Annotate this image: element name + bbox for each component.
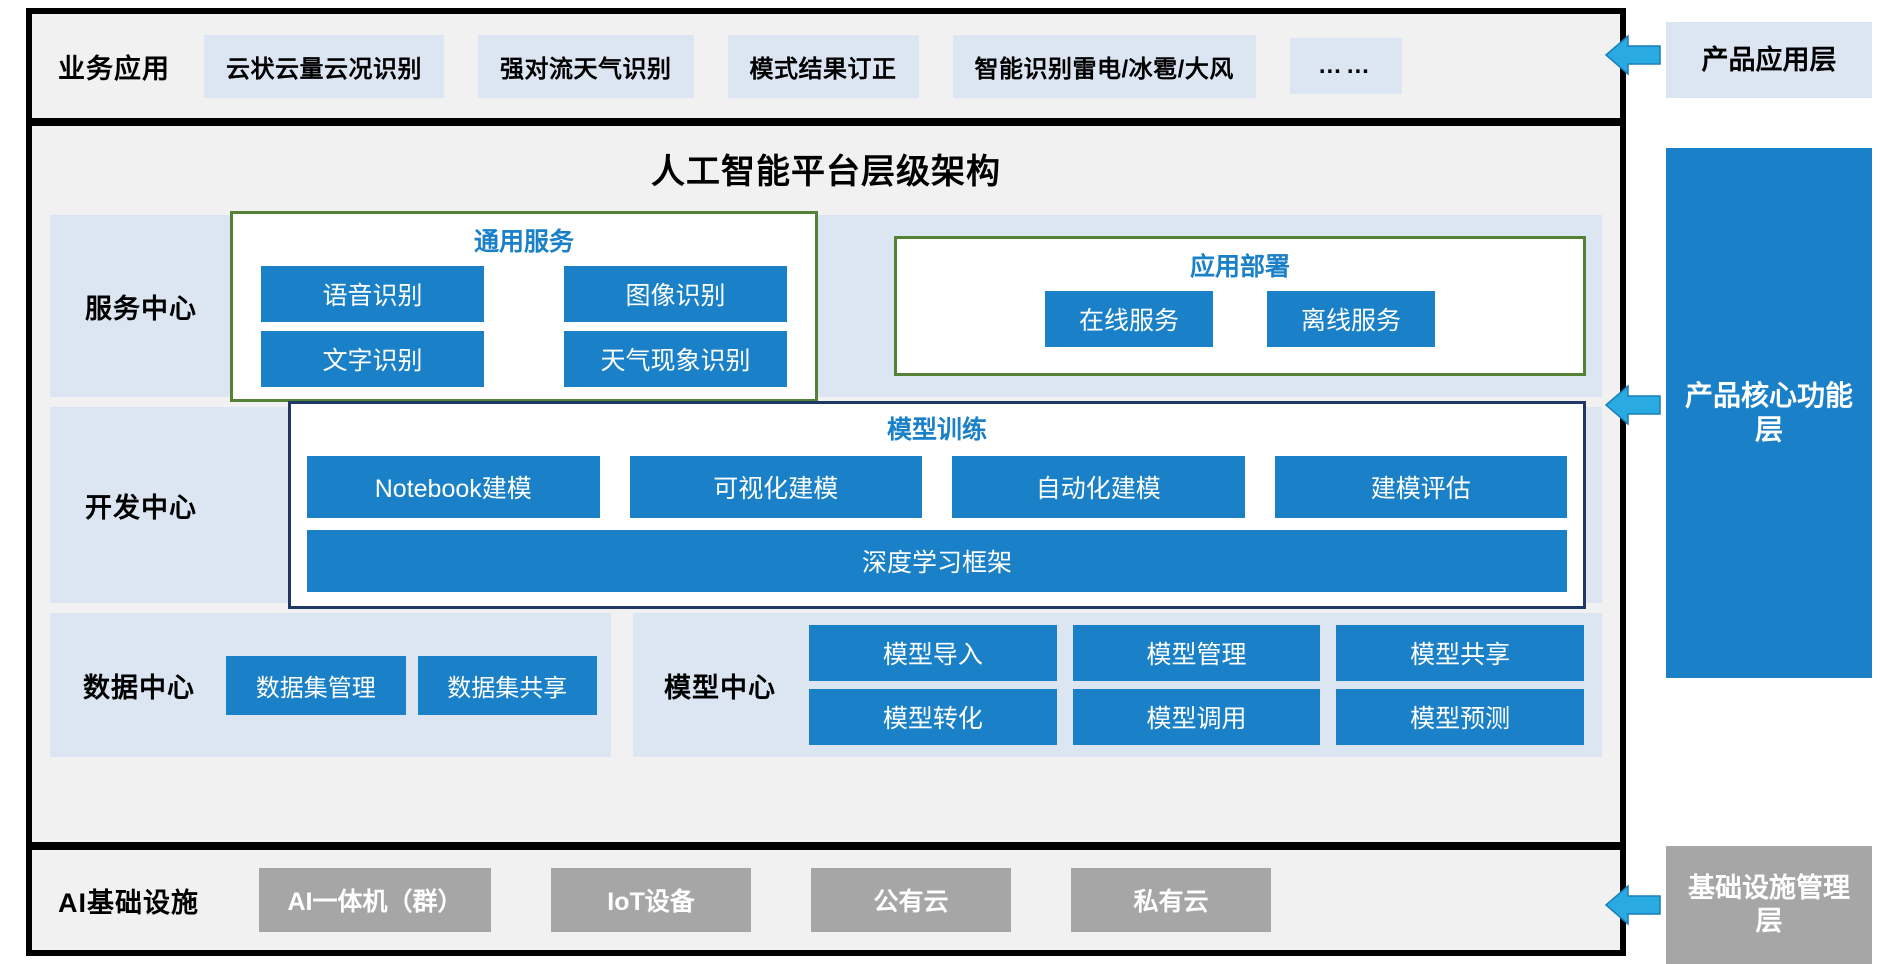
app-deployment-body: 在线服务 离线服务: [909, 291, 1571, 361]
layer-legend-column: 产品应用层 产品核心功能层 基础设施管理层: [1666, 8, 1872, 964]
tile-modeling-evaluation[interactable]: 建模评估: [1274, 456, 1567, 518]
tile-model-invocation[interactable]: 模型调用: [1072, 689, 1321, 745]
general-services-group: 通用服务 语音识别 图像识别 文字识别 天气现象识别: [230, 210, 818, 402]
model-center-grid: 模型导入 模型管理 模型共享 模型转化 模型调用 模型预测: [809, 625, 1584, 745]
tile-online-service[interactable]: 在线服务: [1045, 291, 1213, 347]
ai-platform-band: 人工智能平台层级架构 服务中心 通用服务 语音识别 图像识别 文字识别 天气现象…: [32, 126, 1620, 842]
tile-dataset-management[interactable]: 数据集管理: [226, 655, 406, 715]
model-training-title: 模型训练: [886, 416, 987, 444]
app-chip-severe-convection[interactable]: 强对流天气识别: [478, 34, 694, 98]
service-center-label: 服务中心: [85, 293, 197, 324]
infra-chip-private-cloud[interactable]: 私有云: [1071, 868, 1271, 932]
tile-text-recognition[interactable]: 文字识别: [261, 330, 484, 387]
arrow-left-application-layer-icon: [1604, 32, 1662, 78]
model-training-tiles: Notebook建模 可视化建模 自动化建模 建模评估: [307, 456, 1567, 518]
data-and-model-centers: 数据中心 数据集管理 数据集共享 模型中心 模型导入 模型管理 模型共享 模型转…: [50, 613, 1602, 757]
tile-visual-modeling[interactable]: 可视化建模: [629, 456, 922, 518]
ai-infrastructure-band: AI基础设施 AI一体机（群） IoT设备 公有云 私有云: [32, 850, 1620, 950]
main-architecture-column: 业务应用 云状云量云况识别 强对流天气识别 模式结果订正 智能识别雷电/冰雹/大…: [26, 8, 1626, 956]
data-center-label: 数据中心: [83, 672, 195, 703]
app-deployment-group: 应用部署 在线服务 离线服务: [894, 236, 1586, 376]
infra-chip-public-cloud[interactable]: 公有云: [811, 868, 1011, 932]
business-applications-band: 业务应用 云状云量云况识别 强对流天气识别 模式结果订正 智能识别雷电/冰雹/大…: [32, 14, 1620, 118]
app-chip-cloud-recognition[interactable]: 云状云量云况识别: [204, 34, 444, 98]
tile-model-management[interactable]: 模型管理: [1072, 625, 1321, 681]
business-applications-label: 业务应用: [58, 53, 170, 84]
tile-speech-recognition[interactable]: 语音识别: [261, 265, 484, 322]
tile-dataset-sharing[interactable]: 数据集共享: [417, 655, 597, 715]
tile-model-import[interactable]: 模型导入: [809, 625, 1057, 681]
deep-learning-framework-wrap: 深度学习框架: [307, 530, 1567, 592]
page-title: 人工智能平台层级架构: [651, 153, 1001, 191]
app-deployment-title: 应用部署: [1189, 253, 1290, 281]
development-center-label: 开发中心: [85, 492, 197, 523]
tile-notebook-modeling[interactable]: Notebook建模: [307, 456, 600, 518]
model-training-group: 模型训练 Notebook建模 可视化建模 自动化建模 建模评估 深度学习框架: [288, 401, 1586, 609]
model-center-label: 模型中心: [664, 672, 776, 703]
model-center-row: 模型中心 模型导入 模型管理 模型共享 模型转化 模型调用 模型预测: [633, 613, 1602, 757]
tile-deep-learning-framework[interactable]: 深度学习框架: [307, 530, 1567, 592]
data-center-row: 数据中心 数据集管理 数据集共享: [50, 613, 611, 757]
tile-weather-phenomenon-recognition[interactable]: 天气现象识别: [564, 330, 787, 387]
app-chip-model-correction[interactable]: 模式结果订正: [727, 34, 919, 98]
general-services-grid: 语音识别 图像识别 文字识别 天气现象识别: [245, 265, 803, 387]
legend-core-function-layer: 产品核心功能层: [1666, 148, 1872, 678]
general-services-body: 语音识别 图像识别 文字识别 天气现象识别: [245, 265, 803, 387]
ai-infrastructure-label: AI基础设施: [58, 887, 199, 918]
tile-image-recognition[interactable]: 图像识别: [564, 265, 787, 322]
tile-offline-service[interactable]: 离线服务: [1267, 291, 1435, 347]
tile-model-conversion[interactable]: 模型转化: [809, 689, 1057, 745]
tile-model-prediction[interactable]: 模型预测: [1336, 689, 1584, 745]
app-chip-lightning-hail-wind[interactable]: 智能识别雷电/冰雹/大风: [952, 34, 1256, 98]
infra-chip-iot-device[interactable]: IoT设备: [551, 868, 751, 932]
tile-model-sharing[interactable]: 模型共享: [1336, 625, 1584, 681]
tile-automated-modeling[interactable]: 自动化建模: [952, 456, 1245, 518]
arrow-left-core-function-layer-icon: [1604, 382, 1662, 428]
infra-chip-ai-appliance[interactable]: AI一体机（群）: [259, 868, 491, 932]
development-center-row: 开发中心 模型训练 Notebook建模 可视化建模 自动化建模 建模评估 深度…: [50, 401, 1602, 609]
service-center-row: 服务中心 通用服务 语音识别 图像识别 文字识别 天气现象识别 应用部署: [50, 210, 1602, 402]
general-services-title: 通用服务: [473, 227, 574, 256]
app-chip-more[interactable]: ……: [1289, 38, 1402, 94]
arrow-left-infrastructure-layer-icon: [1604, 882, 1662, 928]
legend-infrastructure-management-layer: 基础设施管理层: [1666, 846, 1872, 964]
legend-application-layer: 产品应用层: [1666, 22, 1872, 98]
